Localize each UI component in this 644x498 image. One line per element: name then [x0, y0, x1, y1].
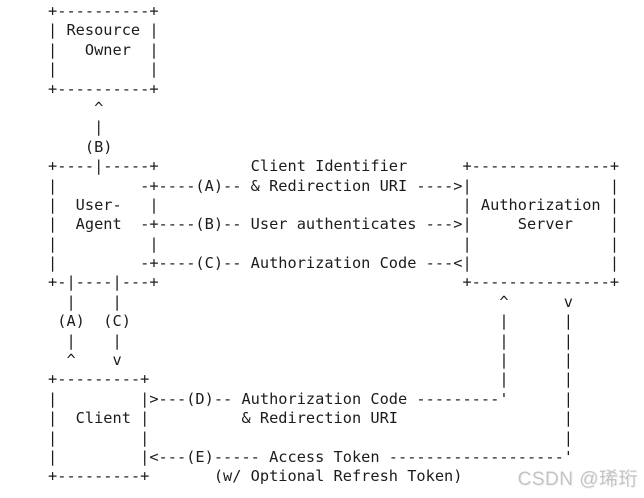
diagram-line: | | | | — [2, 234, 620, 253]
diagram-line: ^ — [2, 98, 104, 117]
diagram-line: | Agent -+----(B)-- User authenticates -… — [2, 215, 620, 234]
diagram-line: | |>---(D)-- Authorization Code --------… — [2, 389, 573, 408]
diagram-line: | | — [2, 60, 159, 79]
diagram-line: +----|-----+ Client Identifier +--------… — [2, 157, 620, 176]
diagram-line: +---------+ (w/ Optional Refresh Token) — [2, 467, 463, 486]
diagram-line: | | | | — [2, 331, 573, 350]
diagram-line: | — [2, 118, 104, 137]
diagram-line: | User- | | Authorization | — [2, 195, 620, 214]
diagram-line: +----------+ — [2, 2, 159, 20]
diagram-line: | | | — [2, 428, 573, 447]
diagram-line: | Owner | — [2, 40, 159, 59]
csdn-watermark: CSDN @琋珩 — [517, 469, 638, 490]
diagram-line: | -+----(C)-- Authorization Code ---<| | — [2, 254, 620, 273]
diagram-line: (B) — [2, 137, 113, 156]
diagram-line: | -+----(A)-- & Redirection URI ---->| | — [2, 176, 620, 195]
diagram-line: +---------+ | | — [2, 370, 573, 389]
diagram-line: (A) (C) | | — [2, 312, 573, 331]
diagram-line: ^ v | | — [2, 351, 573, 370]
diagram-line: | | ^ v — [2, 292, 573, 311]
diagram-line: | |<---(E)----- Access Token -----------… — [2, 447, 573, 466]
diagram-line: +-|----|---+ +---------------+ — [2, 273, 620, 292]
diagram-line: | Resource | — [2, 21, 159, 40]
diagram-line: | Client | & Redirection URI | — [2, 409, 573, 428]
oauth-authorization-code-flow-diagram: +----------+ | Resource | | Owner | | | … — [2, 2, 619, 487]
diagram-line: +----------+ — [2, 79, 159, 98]
